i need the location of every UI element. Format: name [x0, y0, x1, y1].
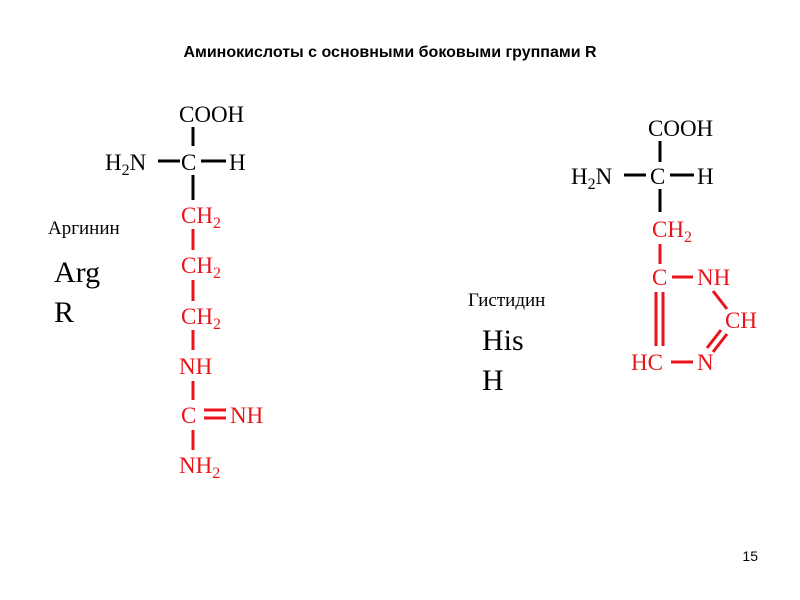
his-alpha-h: H	[697, 164, 714, 189]
his-bond-nh-ch	[711, 290, 729, 310]
arginine-structure: COOH H2N C H CH2 CH2 CH2 NH C NH NH2	[105, 102, 263, 482]
his-double-bond-ch-n-a	[711, 333, 729, 353]
his-ring-n: N	[697, 350, 714, 375]
his-carboxyl: COOH	[648, 116, 713, 141]
arg-nh2: NH2	[179, 453, 220, 482]
arg-carboxyl: COOH	[179, 102, 244, 127]
his-alpha-carbon: C	[650, 164, 665, 189]
page-number: 15	[742, 548, 758, 564]
slide-title: Аминокислоты с основными боковыми группа…	[183, 44, 597, 61]
arg-ch2-2: CH2	[181, 253, 221, 282]
arg-ch2-1: CH2	[181, 203, 221, 232]
his-amino-group: H2N	[571, 164, 613, 193]
his-ring-nh: NH	[697, 265, 730, 290]
arginine-name: Аргинин	[48, 218, 120, 239]
his-ch2: CH2	[652, 217, 692, 246]
his-double-bond-ch-n-b	[705, 329, 723, 349]
arg-alpha-carbon: C	[181, 150, 196, 175]
arg-guanidino-c: C	[181, 403, 196, 428]
his-ring-ch: CH	[725, 308, 757, 333]
histidine-name: Гистидин	[468, 290, 546, 311]
his-ring-c: C	[652, 265, 667, 290]
arg-alpha-h: H	[229, 150, 246, 175]
arg-amino-group: H2N	[105, 150, 147, 179]
his-ring-hc: HC	[631, 350, 663, 375]
histidine-structure: COOH H2N C H CH2 C NH CH N HC	[571, 116, 757, 375]
arginine-abbr1: R	[54, 296, 75, 329]
histidine-abbr3: His	[482, 324, 524, 357]
arg-nh: NH	[179, 354, 212, 379]
arg-guanidino-nh: NH	[230, 403, 263, 428]
arg-ch2-3: CH2	[181, 304, 221, 333]
histidine-abbr1: H	[482, 364, 504, 397]
arginine-abbr3: Arg	[54, 256, 101, 289]
